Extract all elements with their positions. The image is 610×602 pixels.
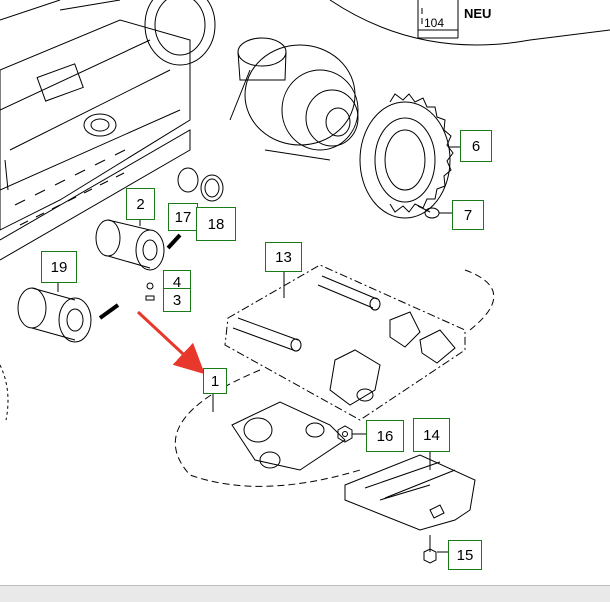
- track-frame: [0, 0, 191, 261]
- seal-rings: [177, 167, 224, 202]
- callout-14: 14: [413, 418, 450, 452]
- sprocket-bolt: [417, 205, 440, 219]
- dimension-label: 104: [424, 16, 445, 30]
- callout-13: 13: [265, 242, 302, 272]
- corner-label: NEU: [464, 6, 492, 21]
- left-fragment: [0, 364, 9, 421]
- track-link: [231, 401, 346, 471]
- callout-18: 18: [196, 207, 236, 241]
- track-chain-arc: [174, 369, 361, 487]
- corner-detail: [417, 0, 459, 39]
- callout-3: 3: [163, 288, 191, 312]
- callout-19: 19: [41, 251, 77, 283]
- final-drive-motor: [229, 37, 359, 161]
- mount-arrow-upper: [166, 233, 182, 250]
- mount-arrow-lower: [98, 303, 120, 320]
- track-roller-lower: [17, 287, 92, 343]
- callout-16: 16: [366, 420, 404, 452]
- pin-kit-frame: [224, 264, 466, 421]
- detail-frame-arc: [329, 0, 610, 46]
- track-pins: [232, 275, 456, 406]
- callout-17: 17: [168, 203, 198, 231]
- roller-screws: [145, 282, 155, 301]
- shoe-nut: [337, 425, 353, 443]
- callout-1: 1: [203, 368, 227, 394]
- callout-2: 2: [126, 188, 155, 220]
- bottom-scrollbar[interactable]: [0, 585, 610, 602]
- callout-7: 7: [452, 200, 484, 230]
- pointer-arrow: [136, 310, 205, 375]
- shoe-bolt: [423, 535, 437, 564]
- track-chain-right: [464, 269, 495, 331]
- callout-6: 6: [460, 130, 492, 162]
- sprocket: [359, 93, 454, 219]
- drive-flange: [144, 0, 216, 66]
- track-roller-upper: [95, 219, 165, 271]
- callout-15: 15: [448, 540, 482, 570]
- track-shoe: [344, 454, 476, 531]
